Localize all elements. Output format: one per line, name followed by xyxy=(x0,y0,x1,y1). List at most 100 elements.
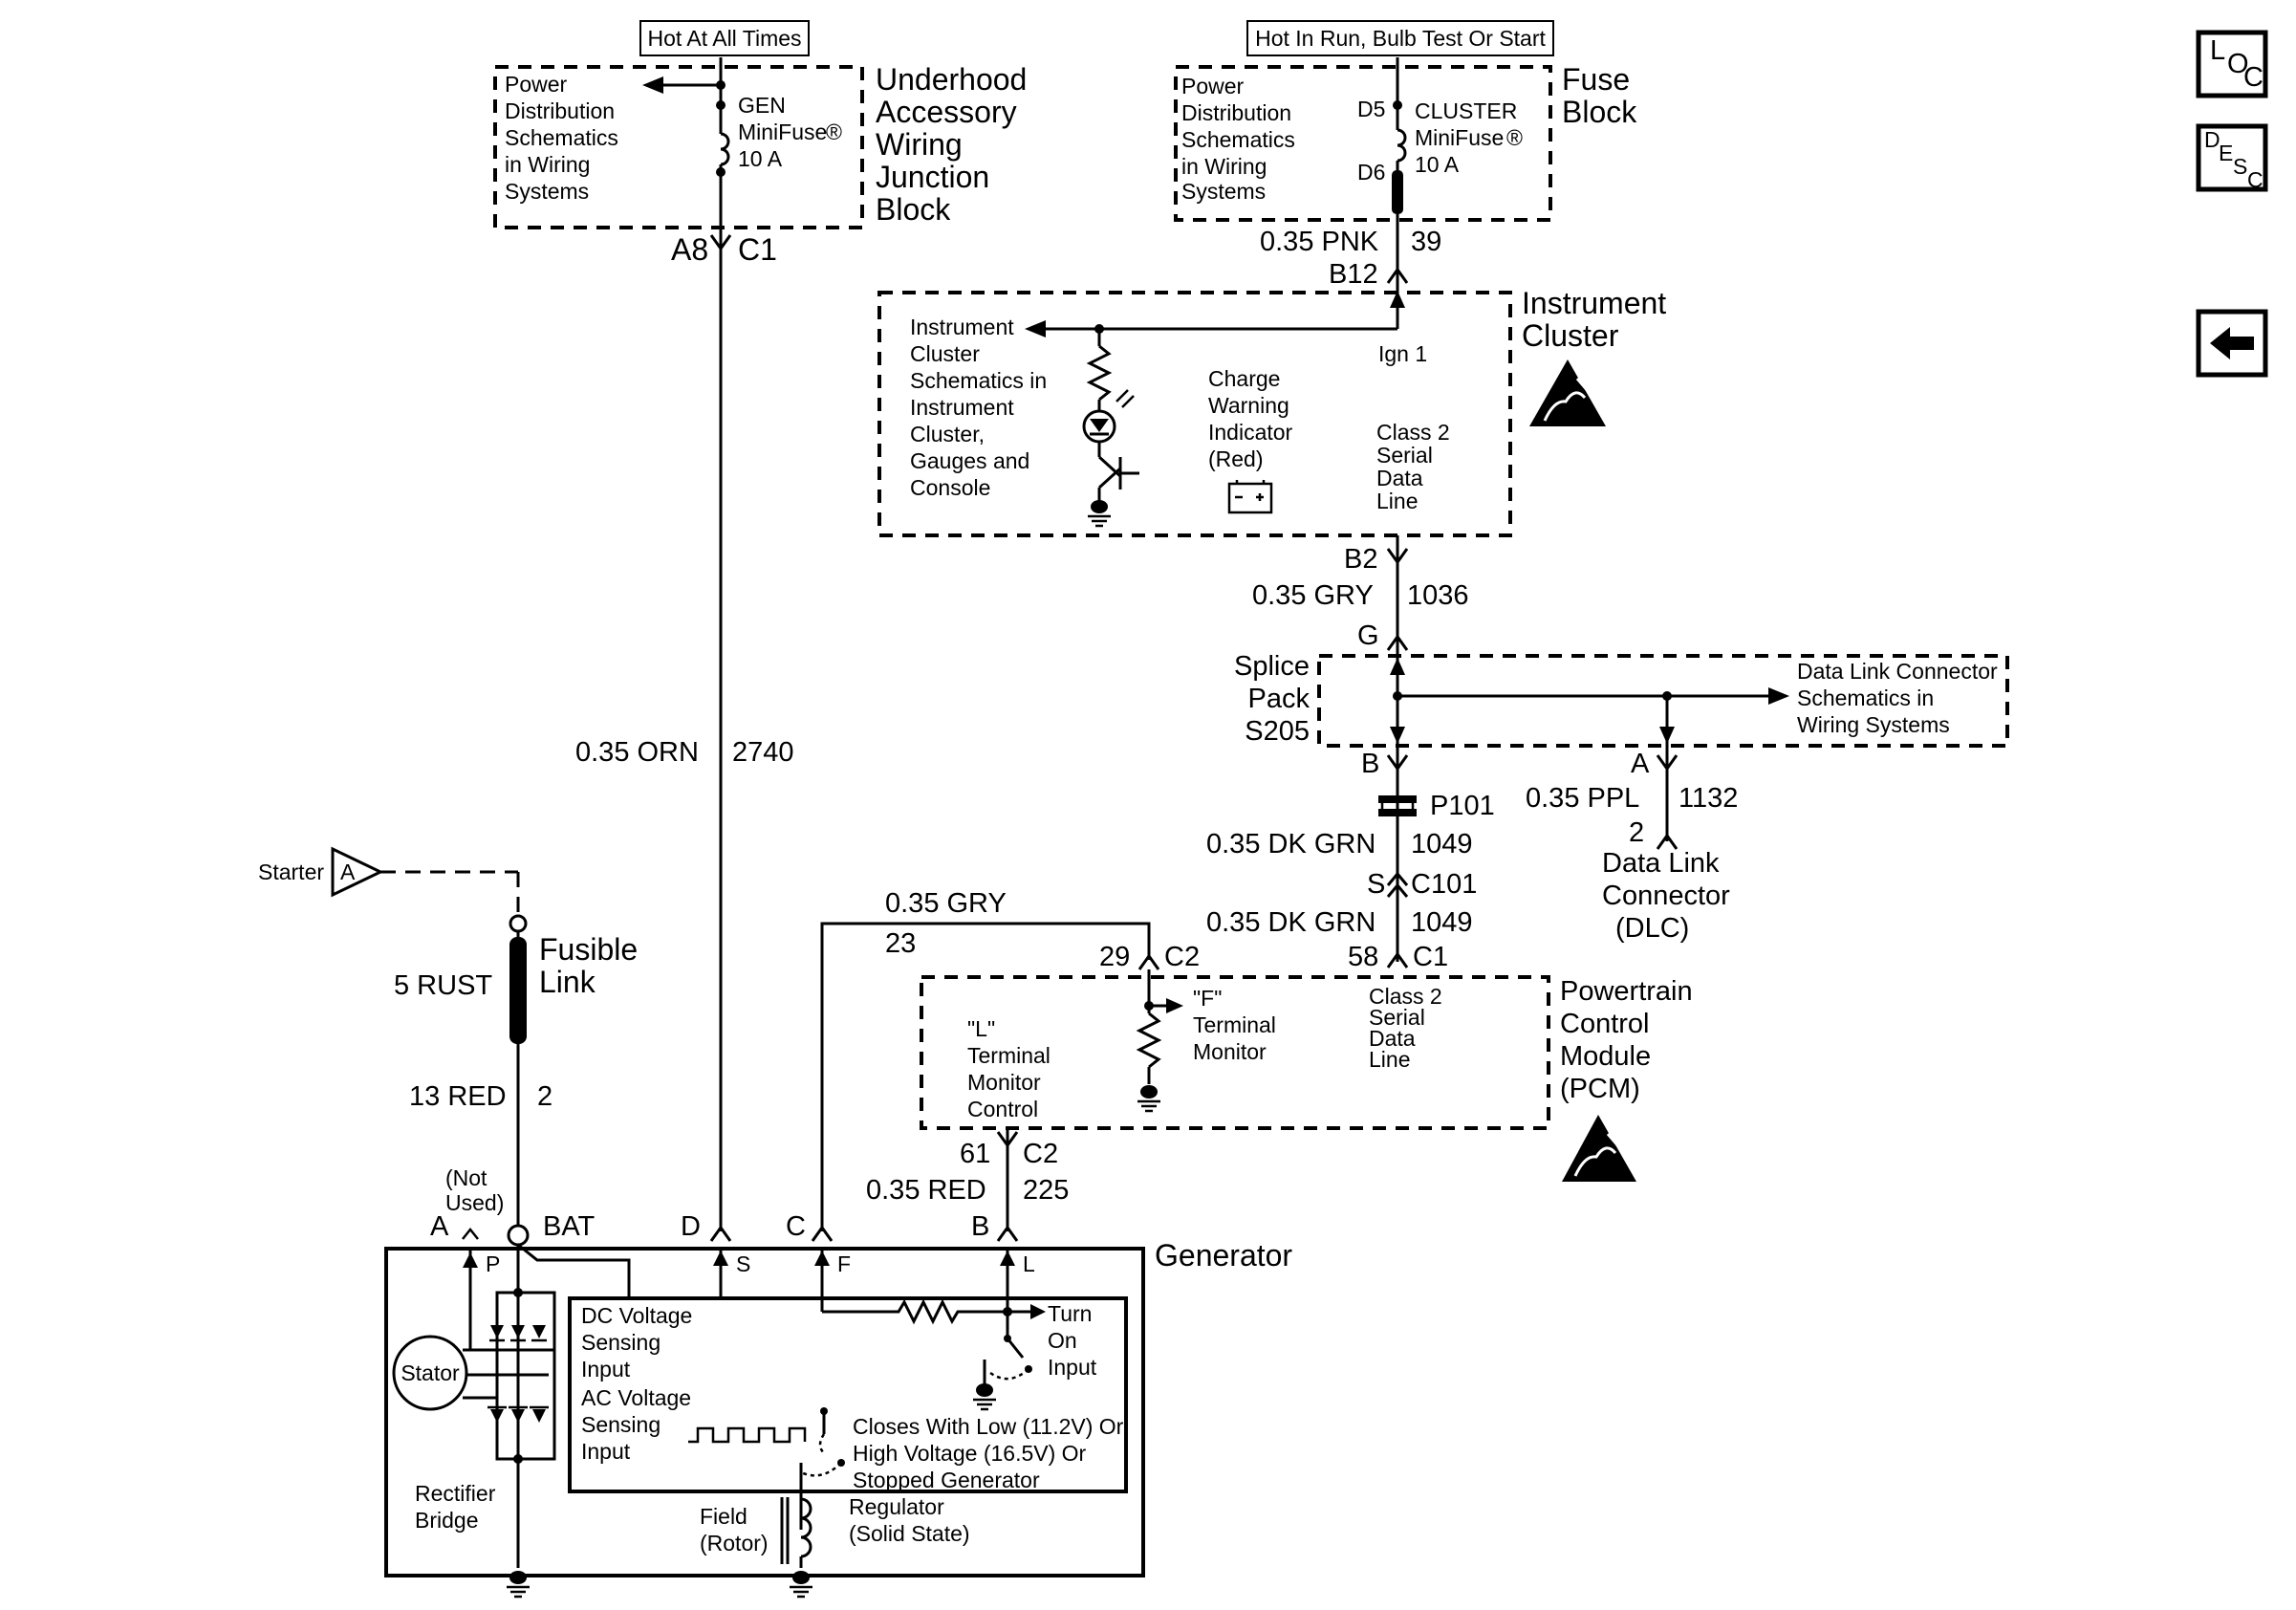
battery-icon xyxy=(1227,480,1273,514)
svg-text:DC Voltage: DC Voltage xyxy=(581,1303,692,1328)
svg-text:C: C xyxy=(2247,167,2264,192)
svg-text:P: P xyxy=(486,1251,500,1276)
svg-text:Closes With Low (11.2V) Or: Closes With Low (11.2V) Or xyxy=(853,1414,1124,1439)
pcm-pin-29: 29 xyxy=(1099,942,1130,972)
svg-text:Block: Block xyxy=(876,192,951,227)
svg-text:Hot At All Times: Hot At All Times xyxy=(647,26,801,51)
svg-text:L: L xyxy=(1023,1251,1035,1276)
svg-text:Regulator: Regulator xyxy=(849,1494,944,1519)
svg-text:(Red): (Red) xyxy=(1208,446,1264,471)
svg-text:D5: D5 xyxy=(1357,97,1385,121)
back-arrow-button[interactable] xyxy=(2196,309,2268,378)
svg-text:GEN: GEN xyxy=(738,93,786,118)
svg-text:Hot In Run, Bulb Test Or Start: Hot In Run, Bulb Test Or Start xyxy=(1255,26,1546,51)
connector-symbol xyxy=(1386,548,1409,565)
starter-ref-arrow-icon[interactable]: A xyxy=(331,846,384,898)
svg-text:Line: Line xyxy=(1369,1047,1410,1072)
svg-text:Warning: Warning xyxy=(1208,393,1289,418)
svg-text:Monitor: Monitor xyxy=(967,1070,1041,1095)
svg-text:On: On xyxy=(1048,1328,1077,1353)
wire-ppl-gauge: 0.35 PPL xyxy=(1526,783,1639,814)
fuse-block-title: Fuse Block xyxy=(1562,62,1637,129)
wire-red-225-gauge: 0.35 RED xyxy=(866,1175,986,1206)
splice-pack-title: Splice Pack S205 xyxy=(1234,651,1310,747)
connector-symbol xyxy=(1386,871,1409,898)
svg-text:Wiring: Wiring xyxy=(876,127,963,162)
svg-text:Bridge: Bridge xyxy=(415,1508,478,1533)
svg-text:MiniFuse: MiniFuse xyxy=(738,120,827,144)
svg-text:"F": "F" xyxy=(1193,986,1222,1011)
esd-warning-icon xyxy=(1529,359,1606,426)
stator-icon xyxy=(392,1335,468,1411)
svg-text:Data Link Connector: Data Link Connector xyxy=(1797,659,1998,684)
svg-text:C: C xyxy=(2243,62,2264,93)
svg-text:Cluster,: Cluster, xyxy=(910,422,985,446)
not-used-label: (Not xyxy=(445,1165,487,1190)
fusible-link-icon xyxy=(509,937,527,1044)
location-button[interactable]: L O C xyxy=(2196,30,2268,98)
svg-text:Powertrain: Powertrain xyxy=(1560,976,1693,1007)
pin-a-splice: A xyxy=(1631,749,1650,779)
wire-dkgrn-gauge-1: 0.35 DK GRN xyxy=(1206,829,1375,859)
svg-text:Turn: Turn xyxy=(1048,1301,1092,1326)
svg-text:Wiring Systems: Wiring Systems xyxy=(1797,712,1950,737)
svg-text:CLUSTER: CLUSTER xyxy=(1415,98,1517,123)
svg-text:Terminal: Terminal xyxy=(1193,1012,1276,1037)
pcm-title: Powertrain Control Module (PCM) xyxy=(1560,976,1693,1104)
fusible-link-wire: 5 RUST xyxy=(394,970,492,1001)
underhood-block-title: Underhood Accessory Wiring Junction Bloc… xyxy=(876,62,1027,227)
svg-text:10 A: 10 A xyxy=(1415,152,1460,177)
pin-g: G xyxy=(1357,620,1379,651)
splice-pack-s205: Data Link Connector Schematics in Wiring… xyxy=(1317,654,2009,748)
svg-text:Ign 1: Ign 1 xyxy=(1378,341,1427,366)
description-button[interactable]: D E S C xyxy=(2196,123,2268,192)
svg-text:(Rotor): (Rotor) xyxy=(700,1531,769,1556)
svg-text:Charge: Charge xyxy=(1208,366,1280,391)
connector-symbol xyxy=(709,1225,732,1242)
svg-text:Power: Power xyxy=(1181,74,1245,98)
fusible-link-title: Fusible Link xyxy=(539,932,638,999)
svg-text:A: A xyxy=(340,859,356,884)
fuse-block: Power Distribution Schematics in Wiring … xyxy=(1174,57,1552,287)
svg-text:O: O xyxy=(2227,49,2249,79)
svg-text:Console: Console xyxy=(910,475,990,500)
ground-icon xyxy=(973,1383,996,1411)
svg-text:Power: Power xyxy=(505,72,568,97)
gen-minifuse: GEN MiniFuse ® 10 A xyxy=(738,93,842,171)
svg-text:10 A: 10 A xyxy=(738,146,783,171)
wire-red-2-circuit: 2 xyxy=(537,1081,552,1112)
connector-symbol xyxy=(996,1225,1019,1242)
field-coil-icon xyxy=(800,1497,812,1558)
svg-text:Control: Control xyxy=(1560,1009,1650,1039)
connector-symbol xyxy=(1386,634,1409,651)
p101-connector-icon xyxy=(1378,795,1417,816)
svg-text:S: S xyxy=(736,1251,750,1276)
svg-text:Instrument: Instrument xyxy=(1522,286,1666,320)
svg-text:Gauges and: Gauges and xyxy=(910,448,1029,473)
svg-text:Stopped Generator: Stopped Generator xyxy=(853,1468,1040,1492)
wire-gry-1036-gauge: 0.35 GRY xyxy=(1252,580,1374,611)
svg-text:(PCM): (PCM) xyxy=(1560,1074,1640,1104)
wire-ppl-circuit: 1132 xyxy=(1679,783,1738,814)
svg-text:Module: Module xyxy=(1560,1041,1651,1072)
wire-gry-23-circuit: 23 xyxy=(885,928,916,959)
svg-text:Cluster: Cluster xyxy=(1522,318,1619,353)
svg-text:Connector: Connector xyxy=(1602,881,1730,911)
svg-text:S: S xyxy=(2233,154,2247,179)
svg-text:®: ® xyxy=(1506,125,1523,150)
ground-icon xyxy=(790,1571,812,1599)
cluster-minifuse: CLUSTER MiniFuse ® 10 A xyxy=(1415,98,1523,177)
terminal-d: D xyxy=(681,1211,701,1242)
generator: P S F L Stator xyxy=(384,1243,1145,1599)
wire-red-225-circuit: 225 xyxy=(1023,1175,1069,1206)
svg-text:Indicator: Indicator xyxy=(1208,420,1293,445)
terminal-bat: BAT xyxy=(543,1211,596,1242)
connector-a8: A8 xyxy=(671,232,708,267)
connector-symbol xyxy=(709,234,732,251)
svg-text:Schematics: Schematics xyxy=(1181,127,1295,152)
wire-dkgrn-gauge-2: 0.35 DK GRN xyxy=(1206,907,1375,938)
svg-text:Sensing: Sensing xyxy=(581,1412,661,1437)
svg-text:E: E xyxy=(2219,141,2233,165)
connector-c1-underhood: C1 xyxy=(738,232,777,267)
